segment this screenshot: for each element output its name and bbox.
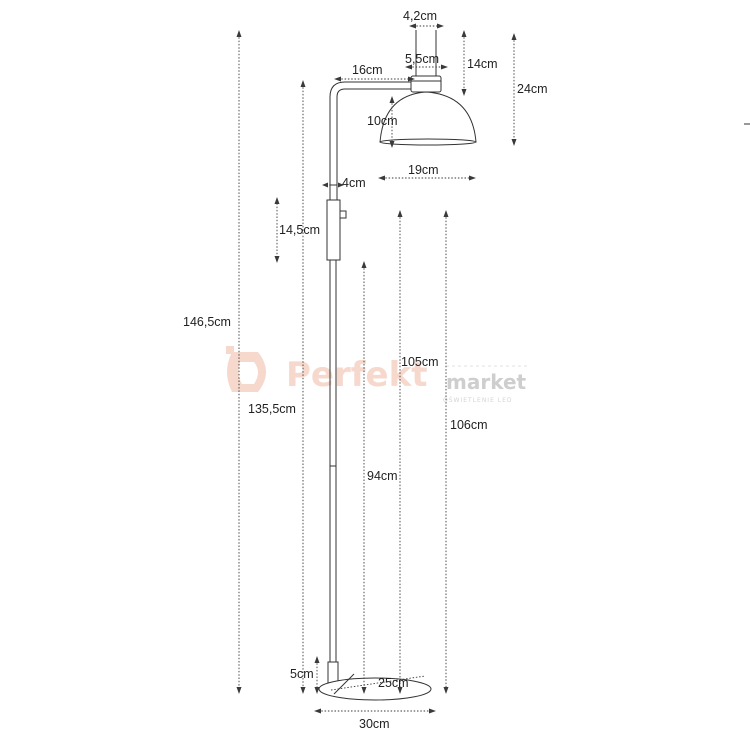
label-switch-height: 14,5cm: [279, 223, 320, 237]
upper-pole: [329, 184, 338, 201]
label-base-diameter: 30cm: [359, 717, 390, 731]
watermark-brand: Perfekt: [286, 355, 427, 395]
watermark-suffix: market: [446, 370, 527, 394]
head-joint: [410, 75, 442, 93]
switch-knob: [339, 210, 347, 219]
lamp-shade: [379, 91, 477, 143]
label-shade-height: 10cm: [367, 114, 398, 128]
label-switch-to-floor: 105cm: [401, 355, 439, 369]
lamp-drawing: [318, 30, 477, 701]
dimension-arrowheads: [236, 23, 517, 714]
label-arm-length: 16cm: [352, 63, 383, 77]
main-pole: [329, 260, 337, 668]
dimension-labels: 4,2cm 5,5cm 14cm 24cm 16cm 10cm 19cm 4cm…: [183, 9, 548, 731]
lamp-arm: [329, 81, 411, 192]
lamp-base: [318, 677, 432, 701]
watermark-logo-icon: [226, 346, 266, 392]
label-pole-height: 135,5cm: [248, 402, 296, 416]
label-lower-pole: 94cm: [367, 469, 398, 483]
watermark: Perfekt market OŚWIETLENIE LED: [226, 346, 528, 404]
label-base-height: 5cm: [290, 667, 314, 681]
label-top-width: 4,2cm: [403, 9, 437, 23]
label-top-of-switch-to-floor: 106cm: [450, 418, 488, 432]
label-head-height: 24cm: [517, 82, 548, 96]
top-cylinder: [415, 30, 437, 78]
label-base-inner: 25cm: [378, 676, 409, 690]
label-top-height: 14cm: [467, 57, 498, 71]
label-pole-width: 4cm: [342, 176, 366, 190]
switch-housing: [326, 199, 341, 261]
label-total-height: 146,5cm: [183, 315, 231, 329]
dimension-lines: [238, 25, 515, 712]
label-joint-width: 5,5cm: [405, 52, 439, 66]
watermark-tagline: OŚWIETLENIE LED: [443, 397, 513, 404]
label-shade-diameter: 19cm: [408, 163, 439, 177]
